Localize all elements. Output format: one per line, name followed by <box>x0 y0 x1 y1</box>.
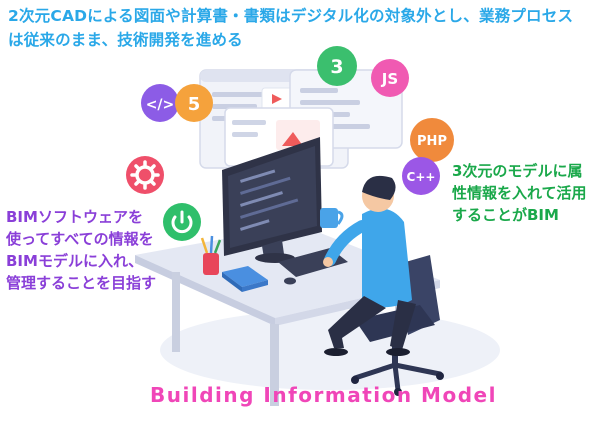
mug <box>320 208 344 228</box>
svg-text:3: 3 <box>330 56 343 78</box>
javascript-icon: JS <box>371 59 409 97</box>
svg-text:JS: JS <box>381 70 398 88</box>
monitor <box>222 137 322 263</box>
svg-text:PHP: PHP <box>417 134 447 149</box>
bottom-caption: Building Information Model <box>150 383 497 407</box>
css3-icon: 3 <box>317 46 357 86</box>
php-icon: PHP <box>410 118 454 162</box>
pencil-cup <box>200 235 222 275</box>
mouse <box>284 277 296 285</box>
code-icon: </> <box>141 84 179 122</box>
top-caption: 2次元CADによる図面や計算書・書類はデジタル化の対象外とし、業務プロセスは従来… <box>8 7 574 49</box>
right-caption: 3次元のモデルに属性情報を入れて活用することがBIM <box>452 162 587 224</box>
power-icon <box>163 203 201 241</box>
svg-text:5: 5 <box>188 94 201 115</box>
gear-icon <box>126 156 164 194</box>
html5-icon: 5 <box>175 84 213 122</box>
person <box>323 175 416 356</box>
svg-text:C++: C++ <box>407 170 436 184</box>
cpp-icon: C++ <box>402 157 440 195</box>
left-caption: BIMソフトウェアを使ってすべての情報をBIMモデルに入れ、管理することを目指す <box>6 208 157 292</box>
svg-text:</>: </> <box>146 97 175 113</box>
book <box>222 266 268 292</box>
